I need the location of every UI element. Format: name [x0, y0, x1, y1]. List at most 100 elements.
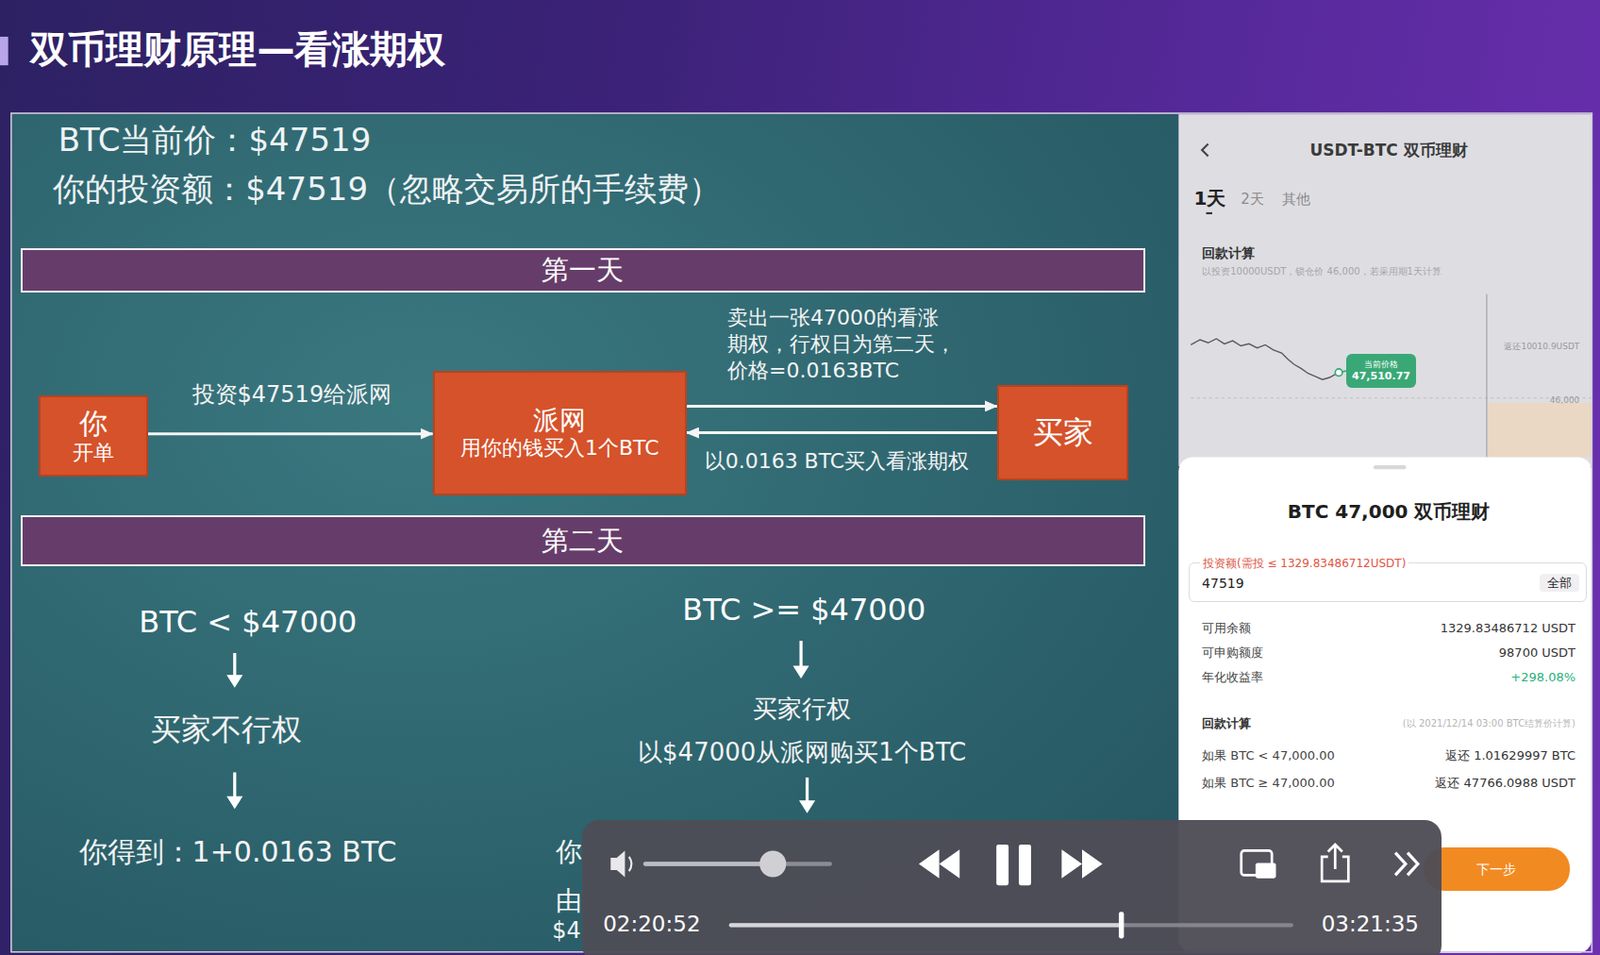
down-arrows	[227, 640, 815, 813]
price-tag: 当前价格47,510.77	[1346, 353, 1417, 388]
row-value: 返还 47766.0988 USDT	[1434, 775, 1576, 791]
arrow-head	[227, 796, 242, 808]
row-value: 返还 1.01629997 BTC	[1445, 749, 1576, 765]
time-total: 03:21:35	[1321, 911, 1419, 938]
volume-track	[645, 861, 831, 866]
pip-icon	[1254, 862, 1276, 878]
row-value: 1329.83486712 USDT	[1440, 620, 1576, 636]
chart-label: 46,000	[1550, 395, 1581, 406]
row-value: +298.08%	[1510, 669, 1576, 685]
row-key: 如果 BTC < 47,000.00	[1201, 749, 1335, 765]
box-title: 买家	[1033, 414, 1094, 450]
down-arrow	[805, 777, 809, 803]
app-header-panel	[1178, 114, 1592, 467]
max-button: 全部	[1539, 573, 1580, 593]
forward-icon	[1061, 849, 1083, 878]
volume-icon	[610, 850, 625, 877]
tab-active: 1天	[1194, 186, 1227, 210]
card-handle	[1373, 465, 1407, 469]
edge-label: 卖出一张47000的看涨 期权，行权日为第二天， 价格=0.0163BTC	[727, 304, 969, 384]
box-subtitle: 用你的钱买入1个BTC	[460, 435, 660, 461]
share-icon	[1327, 844, 1342, 869]
down-arrow	[233, 771, 236, 799]
input-value: 47519	[1201, 574, 1245, 591]
hidden-text-fragment: 由	[555, 884, 583, 917]
app-title: USDT-BTC 双币理财	[1309, 140, 1467, 160]
title-marker	[0, 36, 9, 66]
down-arrow	[799, 640, 802, 668]
outcome-text: 买家行权	[752, 694, 851, 724]
progress-fill	[730, 922, 1120, 927]
tag-caption: 当前价格	[1364, 359, 1399, 370]
chart-gridline	[1190, 397, 1592, 399]
condition-text: BTC < $47000	[138, 603, 357, 640]
edge-label: 以0.0163 BTC买入看涨期权	[704, 449, 970, 474]
input-caption: 投资额(需投 ≤ 1329.83486712USDT)	[1200, 556, 1409, 570]
volume-knob	[759, 850, 786, 877]
price-dot	[1334, 368, 1343, 377]
video-player: 02:20:52 03:21:35	[582, 819, 1443, 955]
tag-value: 47,510.77	[1351, 369, 1411, 383]
row-value: 98700 USDT	[1499, 645, 1576, 661]
section-heading: 回款计算	[1201, 716, 1251, 732]
forward-icon	[1082, 849, 1103, 878]
slide-title: 双币理财原理—看涨期权	[30, 26, 446, 72]
progress-knob	[1117, 911, 1123, 938]
volume-fill	[645, 861, 773, 866]
day-band: 第一天	[20, 248, 1146, 294]
row-key: 可用余额	[1201, 620, 1251, 636]
box-title: 你	[79, 406, 108, 441]
price-note: 你的投资额：$47519（忽略交易所的手续费）	[52, 169, 721, 209]
tab: 其他	[1282, 190, 1311, 208]
box-title: 派网	[533, 404, 586, 437]
more-icon	[1395, 851, 1418, 875]
section-heading: 回款计算	[1201, 245, 1255, 262]
flow-arrow	[686, 404, 998, 408]
chart-shade	[1487, 402, 1592, 457]
outcome-text: 以$47000从派网购买1个BTC	[637, 738, 967, 768]
row-key: 可申购额度	[1201, 645, 1264, 661]
tab-indicator	[1205, 212, 1212, 215]
back-chevron	[1201, 143, 1208, 156]
arrow-head	[227, 675, 242, 687]
row-key: 年化收益率	[1201, 669, 1264, 685]
down-arrow	[233, 652, 236, 678]
price-note: BTC当前价：$47519	[58, 120, 372, 160]
edge-label: 投资$47519给派网	[192, 380, 393, 408]
time-elapsed: 02:20:52	[602, 911, 700, 938]
hidden-text-fragment: 你	[555, 835, 583, 868]
pause-bar	[1017, 844, 1031, 885]
row-key: 如果 BTC ≥ 47,000.00	[1201, 775, 1335, 791]
next-button: 下一步	[1423, 847, 1570, 892]
flow-arrow	[148, 432, 434, 435]
hidden-text-fragment: $4	[551, 916, 582, 945]
rewind-icon	[938, 849, 960, 878]
actor-box: 买家	[997, 384, 1130, 482]
arrow-head	[800, 800, 815, 813]
tab: 2天	[1240, 190, 1265, 208]
platform-box: 派网用你的钱买入1个BTC	[433, 370, 687, 496]
result-text: 你得到：1+0.0163 BTC	[79, 834, 398, 869]
arrow-head	[794, 666, 809, 678]
day-label: 第二天	[541, 524, 624, 558]
day-label: 第一天	[541, 253, 624, 287]
player-controls	[582, 819, 1443, 955]
chart-label: 返还10010.9USDT	[1503, 340, 1580, 351]
pause-bar	[996, 844, 1009, 885]
box-subtitle: 开单	[72, 440, 115, 466]
actor-box: 你开单	[38, 395, 149, 478]
rewind-icon	[917, 849, 939, 878]
button-text: 下一步	[1476, 861, 1517, 878]
flow-arrow	[686, 431, 998, 434]
day-band: 第二天	[20, 515, 1146, 567]
volume-wave	[628, 855, 632, 870]
amount-input: 投资额(需投 ≤ 1329.83486712USDT)47519全部	[1188, 562, 1587, 602]
hint-text: (以 2021/12/14 03:00 BTC结算价计算)	[1402, 717, 1576, 730]
condition-text: BTC >= $47000	[682, 591, 926, 628]
progress-track	[730, 922, 1291, 927]
price-line	[1190, 338, 1339, 380]
chart-marker-line	[1485, 293, 1487, 457]
card-title: BTC 47,000 双币理财	[1287, 500, 1491, 523]
outcome-text: 买家不行权	[150, 711, 302, 748]
hint-text: 以投资10000USDT，锁仓价 46,000，若采用期1天计算	[1201, 266, 1442, 278]
